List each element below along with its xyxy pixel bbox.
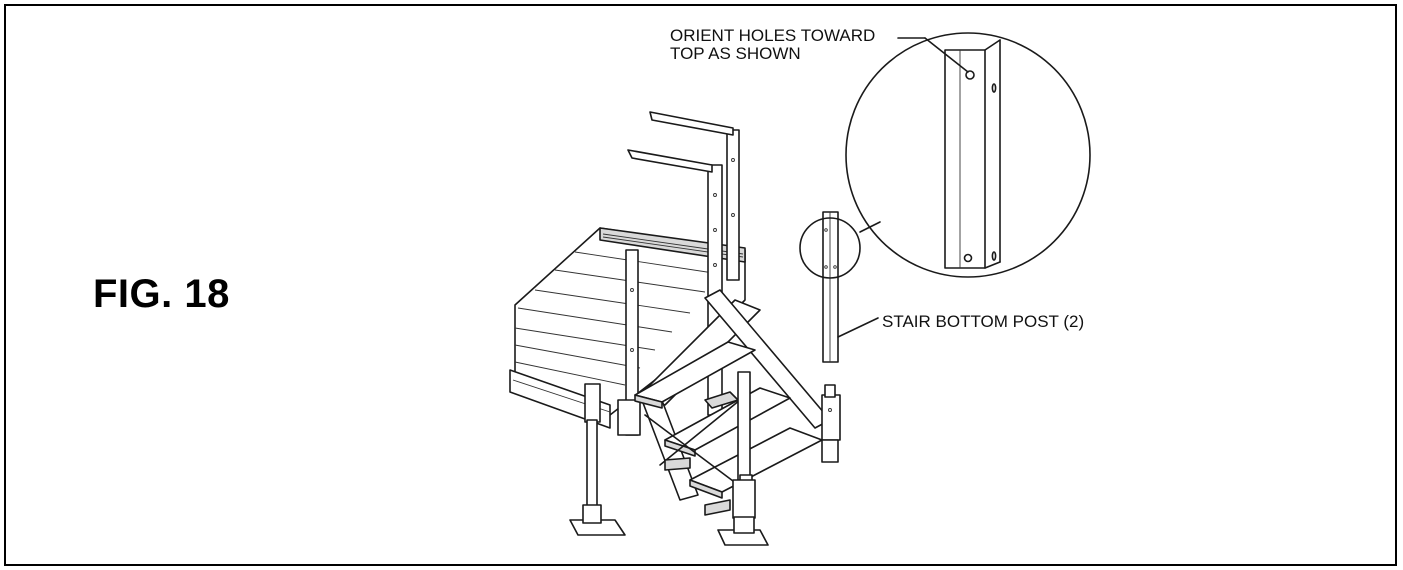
stair-bottom-post-callout: STAIR BOTTOM POST (2): [882, 312, 1085, 331]
left-front-post: [617, 249, 641, 436]
orient-holes-line-1: ORIENT HOLES TOWARD: [670, 26, 876, 45]
stair-unit: [634, 289, 831, 516]
left-deck-leg: [569, 383, 626, 536]
figure-label: FIG. 18: [93, 272, 230, 316]
orient-holes-line-2: TOP AS SHOWN: [670, 44, 801, 63]
stair-bottom-post: [822, 211, 879, 363]
right-bottom-bracket: [821, 384, 841, 463]
magnified-detail: [845, 32, 1091, 278]
detail-circle-small: [799, 217, 861, 279]
stair-middle-posts: [717, 371, 769, 546]
orient-holes-callout: ORIENT HOLES TOWARD TOP AS SHOWN: [670, 27, 875, 63]
